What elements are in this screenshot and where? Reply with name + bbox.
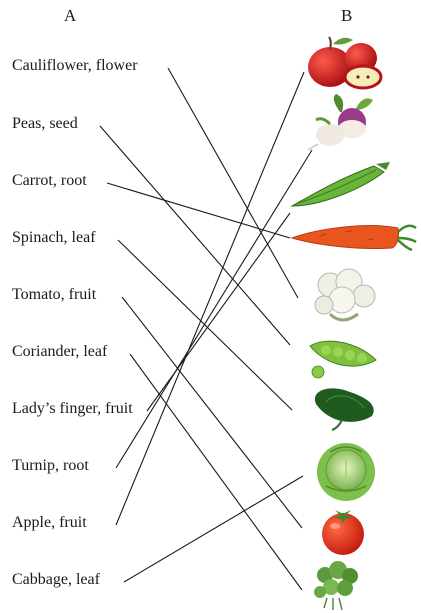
peas-picture [310,341,376,378]
cabbage-picture [317,443,375,501]
match-line-cabbage [124,476,303,582]
coriander-picture [314,561,358,610]
apple-picture [308,37,381,88]
turnip-picture [308,94,373,150]
match-line-apple [116,72,304,525]
match-line-ladys-finger [147,213,290,411]
match-line-peas [100,126,290,345]
match-line-cauliflower [168,68,298,298]
match-line-turnip [116,150,312,468]
cauliflower-picture [315,269,375,320]
carrot-picture [292,226,416,250]
spinach-picture [315,388,374,430]
match-line-coriander [130,354,302,590]
tomato-picture [322,510,364,555]
ladys-finger-picture [292,162,390,206]
